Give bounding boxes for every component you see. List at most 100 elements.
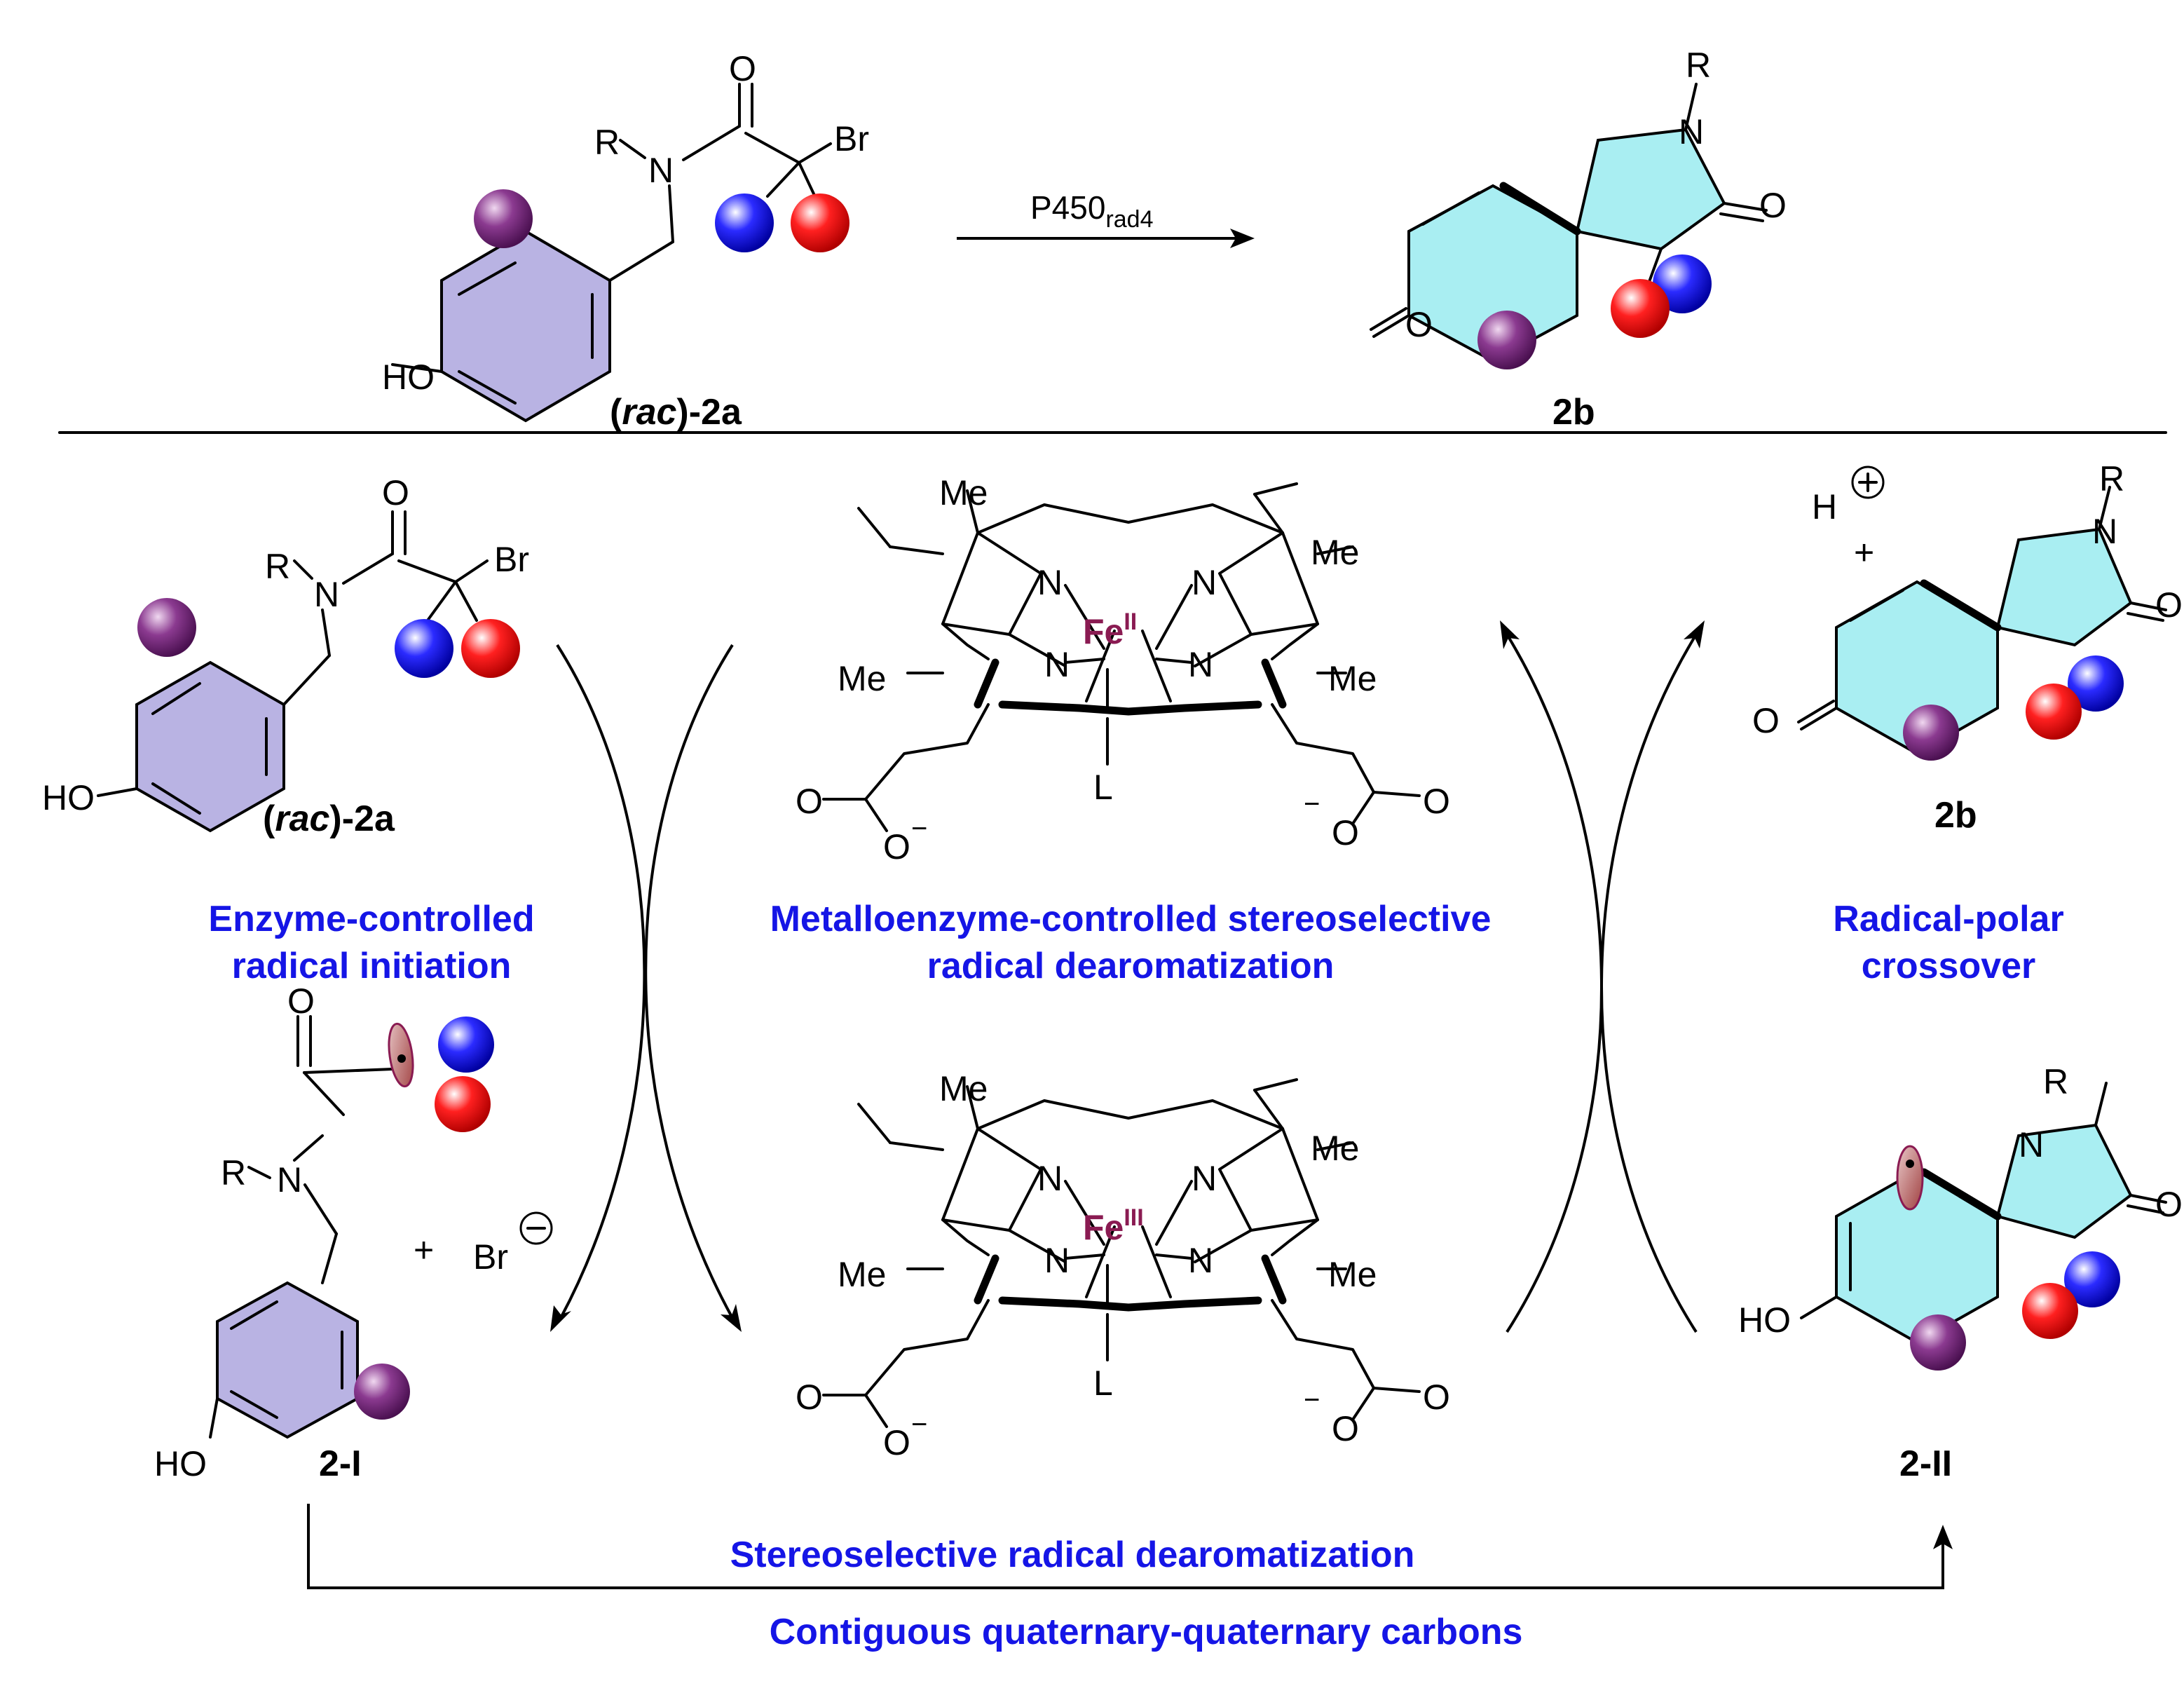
intermediate-2-II-label: 2-II <box>1899 1443 1952 1484</box>
atom-o: O <box>1423 1378 1450 1417</box>
plus-charge-icon <box>1851 465 1885 499</box>
atom-r: R <box>2099 459 2124 498</box>
cycle-substrate-2a: O Br N R HO <box>42 473 529 833</box>
left-step-line1: Enzyme-controlled <box>208 899 534 939</box>
atom-o: O <box>796 1378 823 1417</box>
top-substrate-2a: O Br N R HO <box>382 49 869 423</box>
center-step-line2: radical dearomatization <box>927 946 1335 986</box>
atom-o: O <box>883 827 910 866</box>
center-step-line1: Metalloenzyme-controlled stereoselective <box>770 899 1492 939</box>
gradient-sphere-icon <box>2064 1251 2120 1307</box>
atom-o: O <box>883 1423 910 1462</box>
methyl-me: Me <box>939 1069 988 1108</box>
atom-n: N <box>1679 112 1704 151</box>
gradient-sphere-icon <box>395 619 453 678</box>
gradient-sphere-icon <box>791 193 849 252</box>
plus-sign: + <box>414 1230 434 1270</box>
intermediate-2-II: N R O HO <box>1738 1062 2183 1371</box>
atom-br: Br <box>834 119 869 158</box>
atom-o: O <box>729 49 756 88</box>
gradient-sphere-icon <box>2026 684 2082 740</box>
atom-n: N <box>2019 1125 2044 1164</box>
atom-r: R <box>265 547 290 586</box>
atom-n: N <box>314 575 339 614</box>
atom-r: R <box>1686 46 1711 85</box>
atom-ho: HO <box>154 1444 207 1483</box>
heme-fe-iii: Me Me Me Me N N N N FeIII L O O − O O − <box>796 1069 1450 1462</box>
top-substrate-label: (rac)-2a <box>610 392 742 433</box>
bottom-pathway-arrow <box>307 1504 1953 1589</box>
atom-r: R <box>594 123 620 162</box>
atom-o: O <box>1423 782 1450 821</box>
iron-center: FeIII <box>1083 1204 1144 1247</box>
gradient-sphere-icon <box>1477 311 1536 369</box>
atom-o: O <box>382 473 409 512</box>
atom-o: O <box>1332 1409 1359 1448</box>
methyl-me: Me <box>1328 659 1377 698</box>
atom-n: N <box>1192 563 1217 602</box>
atom-o: O <box>1405 305 1433 344</box>
atom-o: O <box>796 782 823 821</box>
gradient-sphere-icon <box>461 619 520 678</box>
methyl-me: Me <box>838 1255 886 1294</box>
gradient-sphere-icon <box>137 598 196 657</box>
gradient-sphere-icon <box>474 189 533 248</box>
atom-br: Br <box>494 540 529 579</box>
atom-n: N <box>1037 1159 1063 1198</box>
atom-o: O <box>2155 1185 2183 1224</box>
atom-n: N <box>1044 1241 1070 1280</box>
p-orbital-radical-icon <box>1896 1145 1924 1211</box>
heme-fe-ii: Me Me Me Me N N N N FeII L O O − O O − <box>796 473 1450 866</box>
gradient-sphere-icon <box>354 1364 410 1420</box>
atom-o: O <box>1759 186 1787 225</box>
cycle-2b-label: 2b <box>1934 795 1977 836</box>
methyl-me: Me <box>1328 1255 1377 1294</box>
reagent-label: P450rad4 <box>1030 189 1154 233</box>
atom-n: N <box>1044 645 1070 684</box>
atom-n: N <box>648 151 674 190</box>
bottom-line2: Contiguous quaternary-quaternary carbons <box>770 1612 1523 1652</box>
minus-sign: − <box>1304 1385 1320 1415</box>
atom-h: H <box>1812 487 1837 526</box>
axial-ligand: L <box>1093 1364 1113 1403</box>
atom-n: N <box>1188 1241 1213 1280</box>
atom-n: N <box>1192 1159 1217 1198</box>
gradient-sphere-icon <box>438 1017 494 1073</box>
minus-sign: − <box>911 813 927 844</box>
atom-ho: HO <box>1738 1300 1791 1340</box>
top-reaction-arrow: P450rad4 <box>957 189 1255 248</box>
atom-o: O <box>1332 813 1359 852</box>
atom-n: N <box>2092 512 2117 551</box>
cycle-product-2b: H + N R O O <box>1752 459 2183 761</box>
plus-sign: + <box>1854 533 1874 572</box>
atom-r: R <box>221 1153 246 1192</box>
right-step-line2: crossover <box>1862 946 2036 986</box>
gradient-sphere-icon <box>1903 705 1959 761</box>
left-step-line2: radical initiation <box>232 946 512 986</box>
methyl-me: Me <box>939 473 988 512</box>
methyl-me: Me <box>838 659 886 698</box>
atom-ho: HO <box>42 778 95 817</box>
iron-center: FeII <box>1083 609 1137 651</box>
cycle-2a-label: (rac)-2a <box>263 798 395 839</box>
atom-ho: HO <box>382 358 435 397</box>
gradient-sphere-icon <box>2022 1283 2078 1339</box>
minus-sign: − <box>1304 789 1320 820</box>
methyl-me: Me <box>1311 533 1359 572</box>
atom-o: O <box>287 981 315 1021</box>
axial-ligand: L <box>1093 768 1113 807</box>
gradient-sphere-icon <box>1910 1314 1966 1371</box>
atom-o: O <box>2155 585 2183 625</box>
atom-n: N <box>1188 645 1213 684</box>
minus-charge-icon <box>519 1211 553 1245</box>
gradient-sphere-icon <box>435 1076 491 1132</box>
bromide-ion: Br <box>473 1237 508 1277</box>
minus-sign: − <box>911 1409 927 1440</box>
gradient-sphere-icon <box>2068 655 2124 712</box>
gradient-sphere-icon <box>1611 279 1670 338</box>
top-product-2b: N R O O <box>1370 46 1787 369</box>
intermediate-2-I: O N R HO + Br <box>154 981 553 1483</box>
atom-o: O <box>1752 701 1780 740</box>
right-step-line1: Radical-polar <box>1833 899 2063 939</box>
